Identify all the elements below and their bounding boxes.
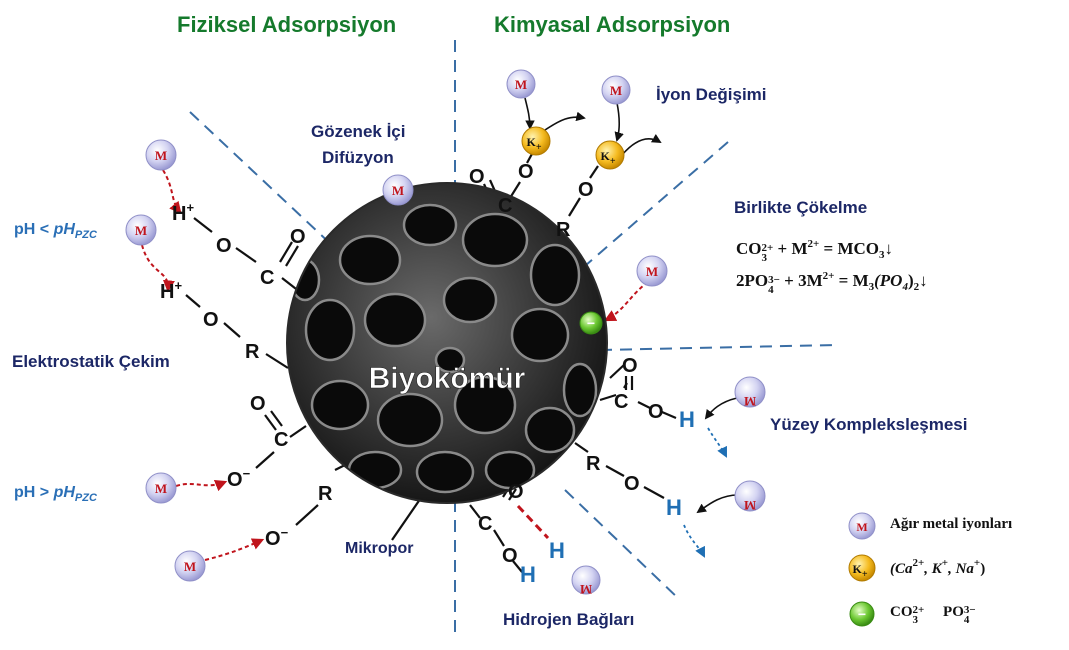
- legend-metal-label: Ağır metal iyonları: [890, 516, 1013, 532]
- legend-cation-label: (Ca2+, K+, Na+): [890, 557, 986, 577]
- o-minus-bottom-left: O−: [265, 525, 289, 550]
- svg-text:M: M: [744, 394, 756, 409]
- carbon-bottom: C: [478, 513, 492, 535]
- label-coprecipitation: Birlikte Çökelme: [734, 198, 868, 217]
- oxygen-top-left: O: [216, 235, 232, 257]
- r-top: R: [556, 219, 571, 241]
- hydrogen-labels: H H H H: [520, 407, 695, 587]
- label-ion-exchange: İyon Değişimi: [656, 85, 767, 104]
- biochar-particle: [286, 182, 608, 504]
- divider-left: [189, 111, 336, 249]
- potassium-ion: K+: [521, 126, 551, 156]
- heading-chemical-adsorption: Kimyasal Adsorpsiyon: [494, 12, 731, 37]
- hydrogen-bottom: H: [520, 562, 536, 587]
- oxygen-bottom: O: [502, 545, 518, 567]
- label-pore-diffusion-1: Gözenek İçi: [311, 122, 406, 141]
- oxygen-double-right: O: [622, 355, 638, 377]
- metal-ion: M: [174, 550, 206, 582]
- svg-text:M: M: [856, 520, 867, 534]
- oxygen-top-right: O: [578, 179, 594, 201]
- anion-ions: − −: [579, 311, 875, 627]
- legend-anion-ion: −: [849, 601, 875, 627]
- carbon-right: C: [614, 391, 628, 413]
- metal-ion: M: [125, 214, 157, 246]
- label-micropore: Mikropor: [345, 540, 414, 557]
- svg-text:M: M: [646, 264, 658, 279]
- label-electrostatic: Elektrostatik Çekim: [12, 352, 170, 371]
- oxygen-double-low-left: O: [250, 393, 266, 415]
- biochar-label: Biyokömür: [369, 362, 526, 395]
- svg-text:M: M: [155, 148, 167, 163]
- divider-coprecipitation: [599, 344, 836, 351]
- potassium-ions: K+ K+ K+: [521, 126, 876, 582]
- atom-labels: H+ O C O H+ O R O C O− R O− O C O R O O …: [160, 161, 664, 567]
- svg-text:M: M: [392, 183, 404, 198]
- metal-ion: M: [601, 75, 631, 105]
- o-minus-low-left: O−: [227, 466, 251, 491]
- heading-physical-adsorption: Fiziksel Adsorpsiyon: [177, 12, 397, 37]
- carbon-top-left: C: [260, 267, 274, 289]
- legend-metal-ion: M: [848, 512, 876, 540]
- r-low-left: R: [318, 483, 333, 505]
- svg-text:M: M: [744, 498, 756, 513]
- svg-text:M: M: [610, 83, 622, 98]
- svg-text:−: −: [587, 315, 595, 331]
- divider-ion-exchange: [577, 141, 729, 273]
- svg-text:M: M: [135, 223, 147, 238]
- carbon-top: C: [498, 195, 512, 217]
- r-right: R: [586, 453, 601, 475]
- metal-ion-inverted: M: [571, 565, 601, 597]
- condition-ph-high: pH > pHPZC: [14, 484, 97, 504]
- svg-text:M: M: [184, 559, 196, 574]
- carbon-low-left: C: [274, 429, 288, 451]
- hydrogen-right-low: H: [666, 495, 682, 520]
- condition-ph-low: pH < pHPZC: [14, 221, 97, 241]
- anion-ion: −: [579, 311, 603, 335]
- hydrogen-bond-lines: [516, 504, 550, 540]
- metal-ion: M: [636, 255, 668, 287]
- metal-ions: M M M M M M M M M M M M: [125, 69, 876, 597]
- potassium-ion: K+: [595, 140, 625, 170]
- r-mid-left: R: [245, 341, 260, 363]
- divider-hbond: [564, 489, 681, 601]
- exchange-arrows: [524, 97, 739, 514]
- svg-text:K+: K+: [526, 135, 541, 153]
- svg-text:M: M: [580, 582, 592, 597]
- label-pore-diffusion-2: Difüzyon: [322, 148, 394, 167]
- h-plus-top: H+: [172, 200, 194, 225]
- legend-potassium-ion: K+: [848, 554, 876, 582]
- metal-ion-inverted: M: [734, 376, 766, 409]
- metal-ion-inverted: M: [734, 480, 766, 513]
- oxygen-right-low: O: [624, 473, 640, 495]
- release-arrows: [683, 427, 727, 558]
- svg-text:K+: K+: [600, 149, 615, 167]
- h-plus-mid: H+: [160, 278, 182, 303]
- metal-ion: M: [145, 139, 177, 171]
- label-surface-complexation: Yüzey Kompleksleşmesi: [770, 415, 968, 434]
- svg-text:M: M: [155, 481, 167, 496]
- oxygen-right: O: [648, 401, 664, 423]
- label-hydrogen-bonds: Hidrojen Bağları: [503, 610, 635, 629]
- oxygen-double-top: O: [469, 166, 485, 188]
- metal-ion: M: [382, 174, 414, 206]
- svg-text:−: −: [858, 606, 866, 622]
- oxygen-double-top-left: O: [290, 226, 306, 248]
- oxygen-top: O: [518, 161, 534, 183]
- svg-text:M: M: [515, 77, 527, 92]
- hydrogen-right: H: [679, 407, 695, 432]
- svg-text:K+: K+: [852, 562, 867, 580]
- oxygen-mid-left: O: [203, 309, 219, 331]
- oxygen-double-bottom: O: [508, 481, 524, 503]
- hydrogen-bond-h: H: [549, 538, 565, 563]
- metal-ion: M: [145, 472, 177, 504]
- metal-ion: M: [506, 69, 536, 99]
